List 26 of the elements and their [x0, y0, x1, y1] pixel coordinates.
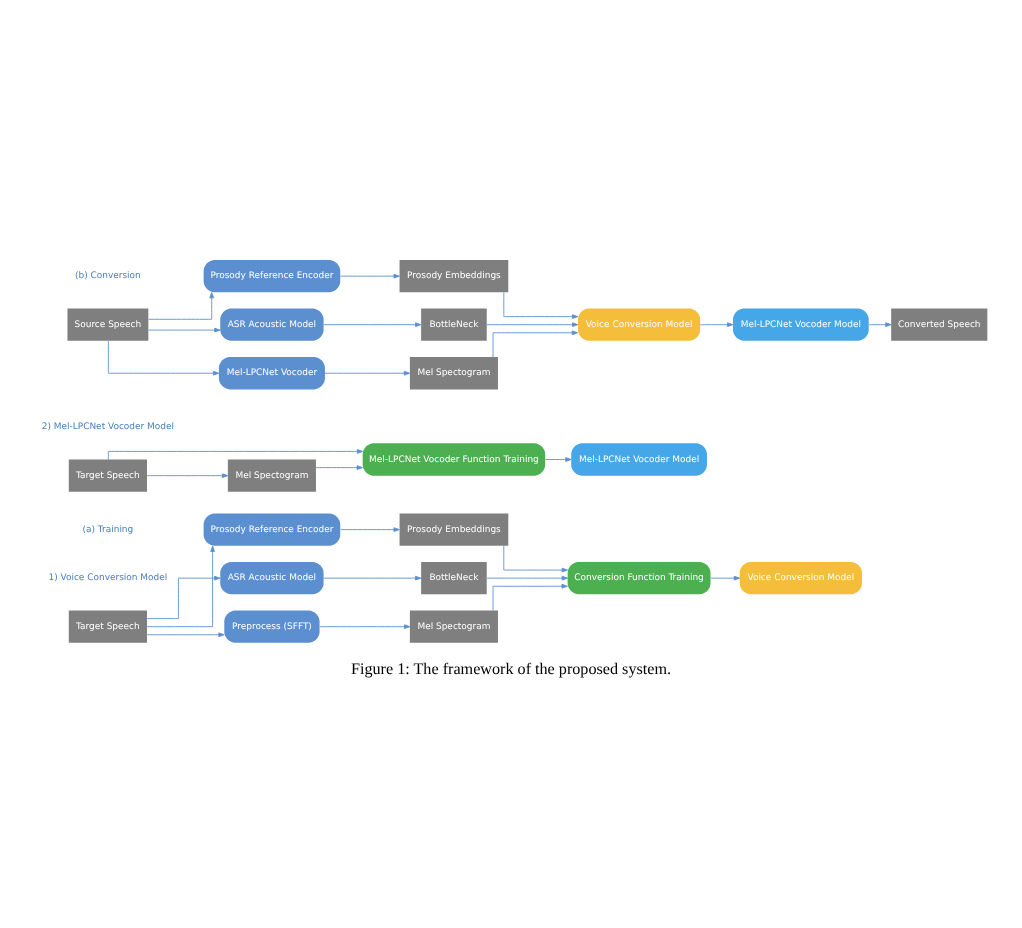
arrow [107, 340, 220, 376]
arrow [503, 545, 568, 573]
arrow [340, 527, 400, 532]
arrow [107, 449, 364, 460]
arrow [146, 473, 229, 478]
arrow [486, 322, 579, 328]
arrow [148, 292, 215, 320]
arrow [146, 545, 215, 628]
arrow [323, 575, 422, 581]
arrow [148, 327, 221, 333]
arrow [492, 583, 568, 611]
arrow [699, 322, 734, 328]
arrow [324, 370, 411, 376]
arrow [710, 575, 741, 581]
caption: Figure 1: The framework of the proposed system. [350, 659, 672, 678]
arrow [323, 322, 422, 328]
arrow [544, 457, 572, 462]
arrow [315, 465, 363, 470]
arrow [340, 273, 400, 279]
arrow [503, 291, 579, 319]
arrow [319, 624, 411, 630]
arrow [492, 330, 578, 358]
arrow [146, 632, 225, 638]
arrow [146, 575, 221, 620]
arrow [868, 322, 892, 328]
arrow [486, 575, 568, 581]
